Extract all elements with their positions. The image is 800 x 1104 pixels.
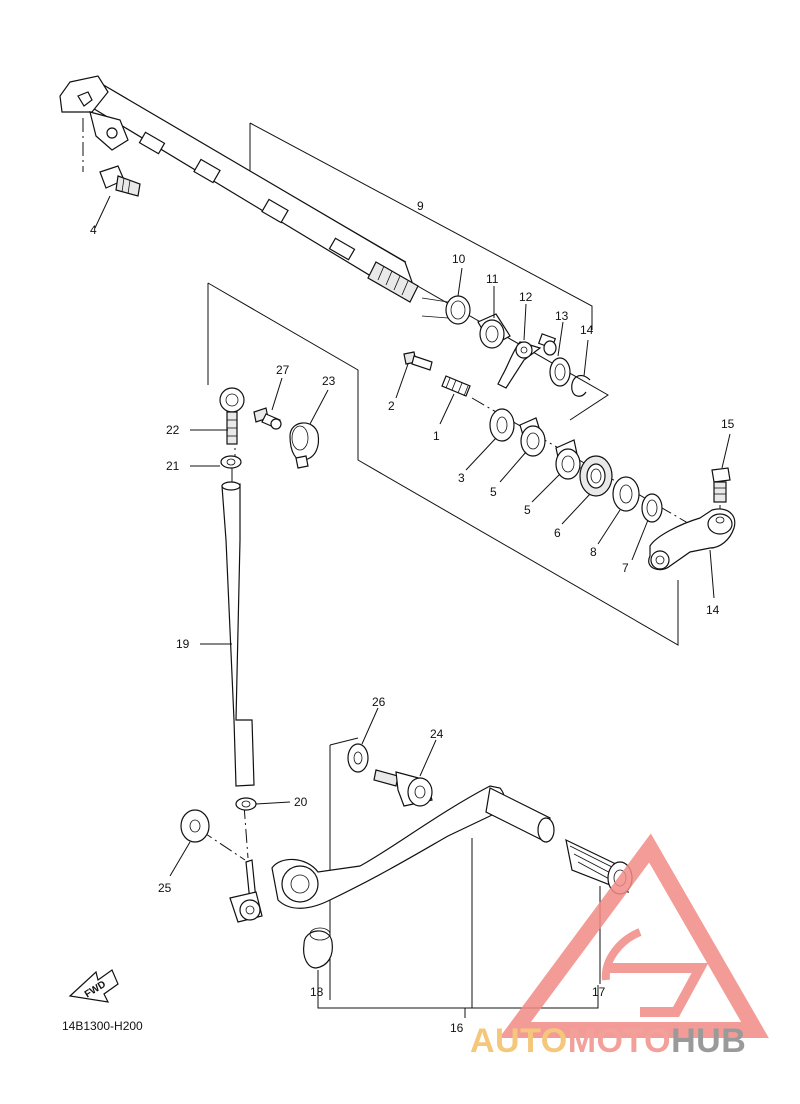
part-labels: 4 9 10 11 12 13 14 2 1 3 5 5 6 8 7 15 14…: [90, 199, 735, 1035]
part-5-bushing-b: [555, 439, 581, 480]
label-24: 23: [322, 374, 336, 388]
label-5b: 5: [524, 503, 531, 517]
part-25-pivot-bolt: [373, 769, 433, 807]
label-27: 26: [372, 695, 386, 709]
label-8: 8: [590, 545, 597, 559]
part-13-washer: [549, 357, 571, 387]
label-19: 18: [310, 985, 324, 999]
part-22-nut: [220, 455, 242, 469]
part-15-shift-arm: [648, 508, 736, 571]
watermark-moto: MOTO: [568, 1022, 671, 1060]
label-23: 22: [166, 423, 180, 437]
part-24-joint: [289, 422, 320, 469]
part-2-screw: [403, 351, 433, 371]
label-5a: 5: [490, 485, 497, 499]
part-10-spring: [421, 295, 471, 325]
label-11: 11: [486, 272, 499, 286]
part-11-collar: [477, 313, 511, 349]
label-3: 3: [458, 471, 465, 485]
part-1-spring: [441, 375, 471, 397]
part-20-shift-rod: [221, 481, 255, 787]
watermark-text: AUTOMOTOHUB: [470, 1022, 746, 1060]
label-22: 21: [166, 459, 180, 473]
label-16: 15: [721, 417, 735, 431]
part-4-bolt: [99, 165, 141, 197]
part-19-joint: [303, 927, 333, 969]
label-28: 27: [276, 363, 290, 377]
part-6-oil-seal: [579, 455, 613, 497]
part-12-lever: [497, 333, 557, 389]
label-2: 2: [388, 399, 395, 413]
part-21-nut: [235, 797, 257, 811]
part-14-circlip: [571, 375, 591, 397]
label-12: 12: [519, 290, 533, 304]
label-7: 7: [622, 561, 629, 575]
part-5-bushing-a: [519, 417, 546, 457]
shift-shaft: [59, 75, 419, 303]
watermark-auto: AUTO: [470, 1022, 568, 1060]
part-7-circlip: [641, 493, 663, 523]
part-26-washer: [180, 809, 210, 843]
label-13: 13: [555, 309, 569, 323]
label-9: 9: [417, 199, 424, 213]
label-4: 4: [90, 223, 97, 237]
fwd-arrow-icon: FWD: [68, 969, 119, 1003]
part-17-shift-pedal: [229, 785, 555, 923]
part-28-bolt: [253, 407, 282, 430]
part-23-rod-end: [219, 387, 245, 445]
diagram-code: 14B1300-H200: [62, 1019, 143, 1033]
part-16-bolt: [711, 467, 731, 503]
part-3-washer: [489, 408, 515, 442]
label-21: 20: [294, 795, 308, 809]
watermark-logo: [499, 833, 769, 1038]
label-26: 25: [158, 881, 172, 895]
label-6: 6: [554, 526, 561, 540]
part-8-washer: [612, 476, 640, 512]
label-17: 16: [450, 1021, 464, 1035]
label-20: 19: [176, 637, 190, 651]
watermark-hub: HUB: [671, 1022, 746, 1060]
label-10: 10: [452, 252, 466, 266]
label-1: 1: [433, 429, 440, 443]
label-15: 14: [706, 603, 720, 617]
part-27-washer: [347, 743, 369, 773]
leader-lines: [94, 195, 731, 984]
svg-text:AUTOMOTOHUB: AUTOMOTOHUB: [470, 1022, 746, 1060]
label-25: 24: [430, 727, 444, 741]
label-14: 14: [580, 323, 594, 337]
label-18: 17: [592, 985, 606, 999]
